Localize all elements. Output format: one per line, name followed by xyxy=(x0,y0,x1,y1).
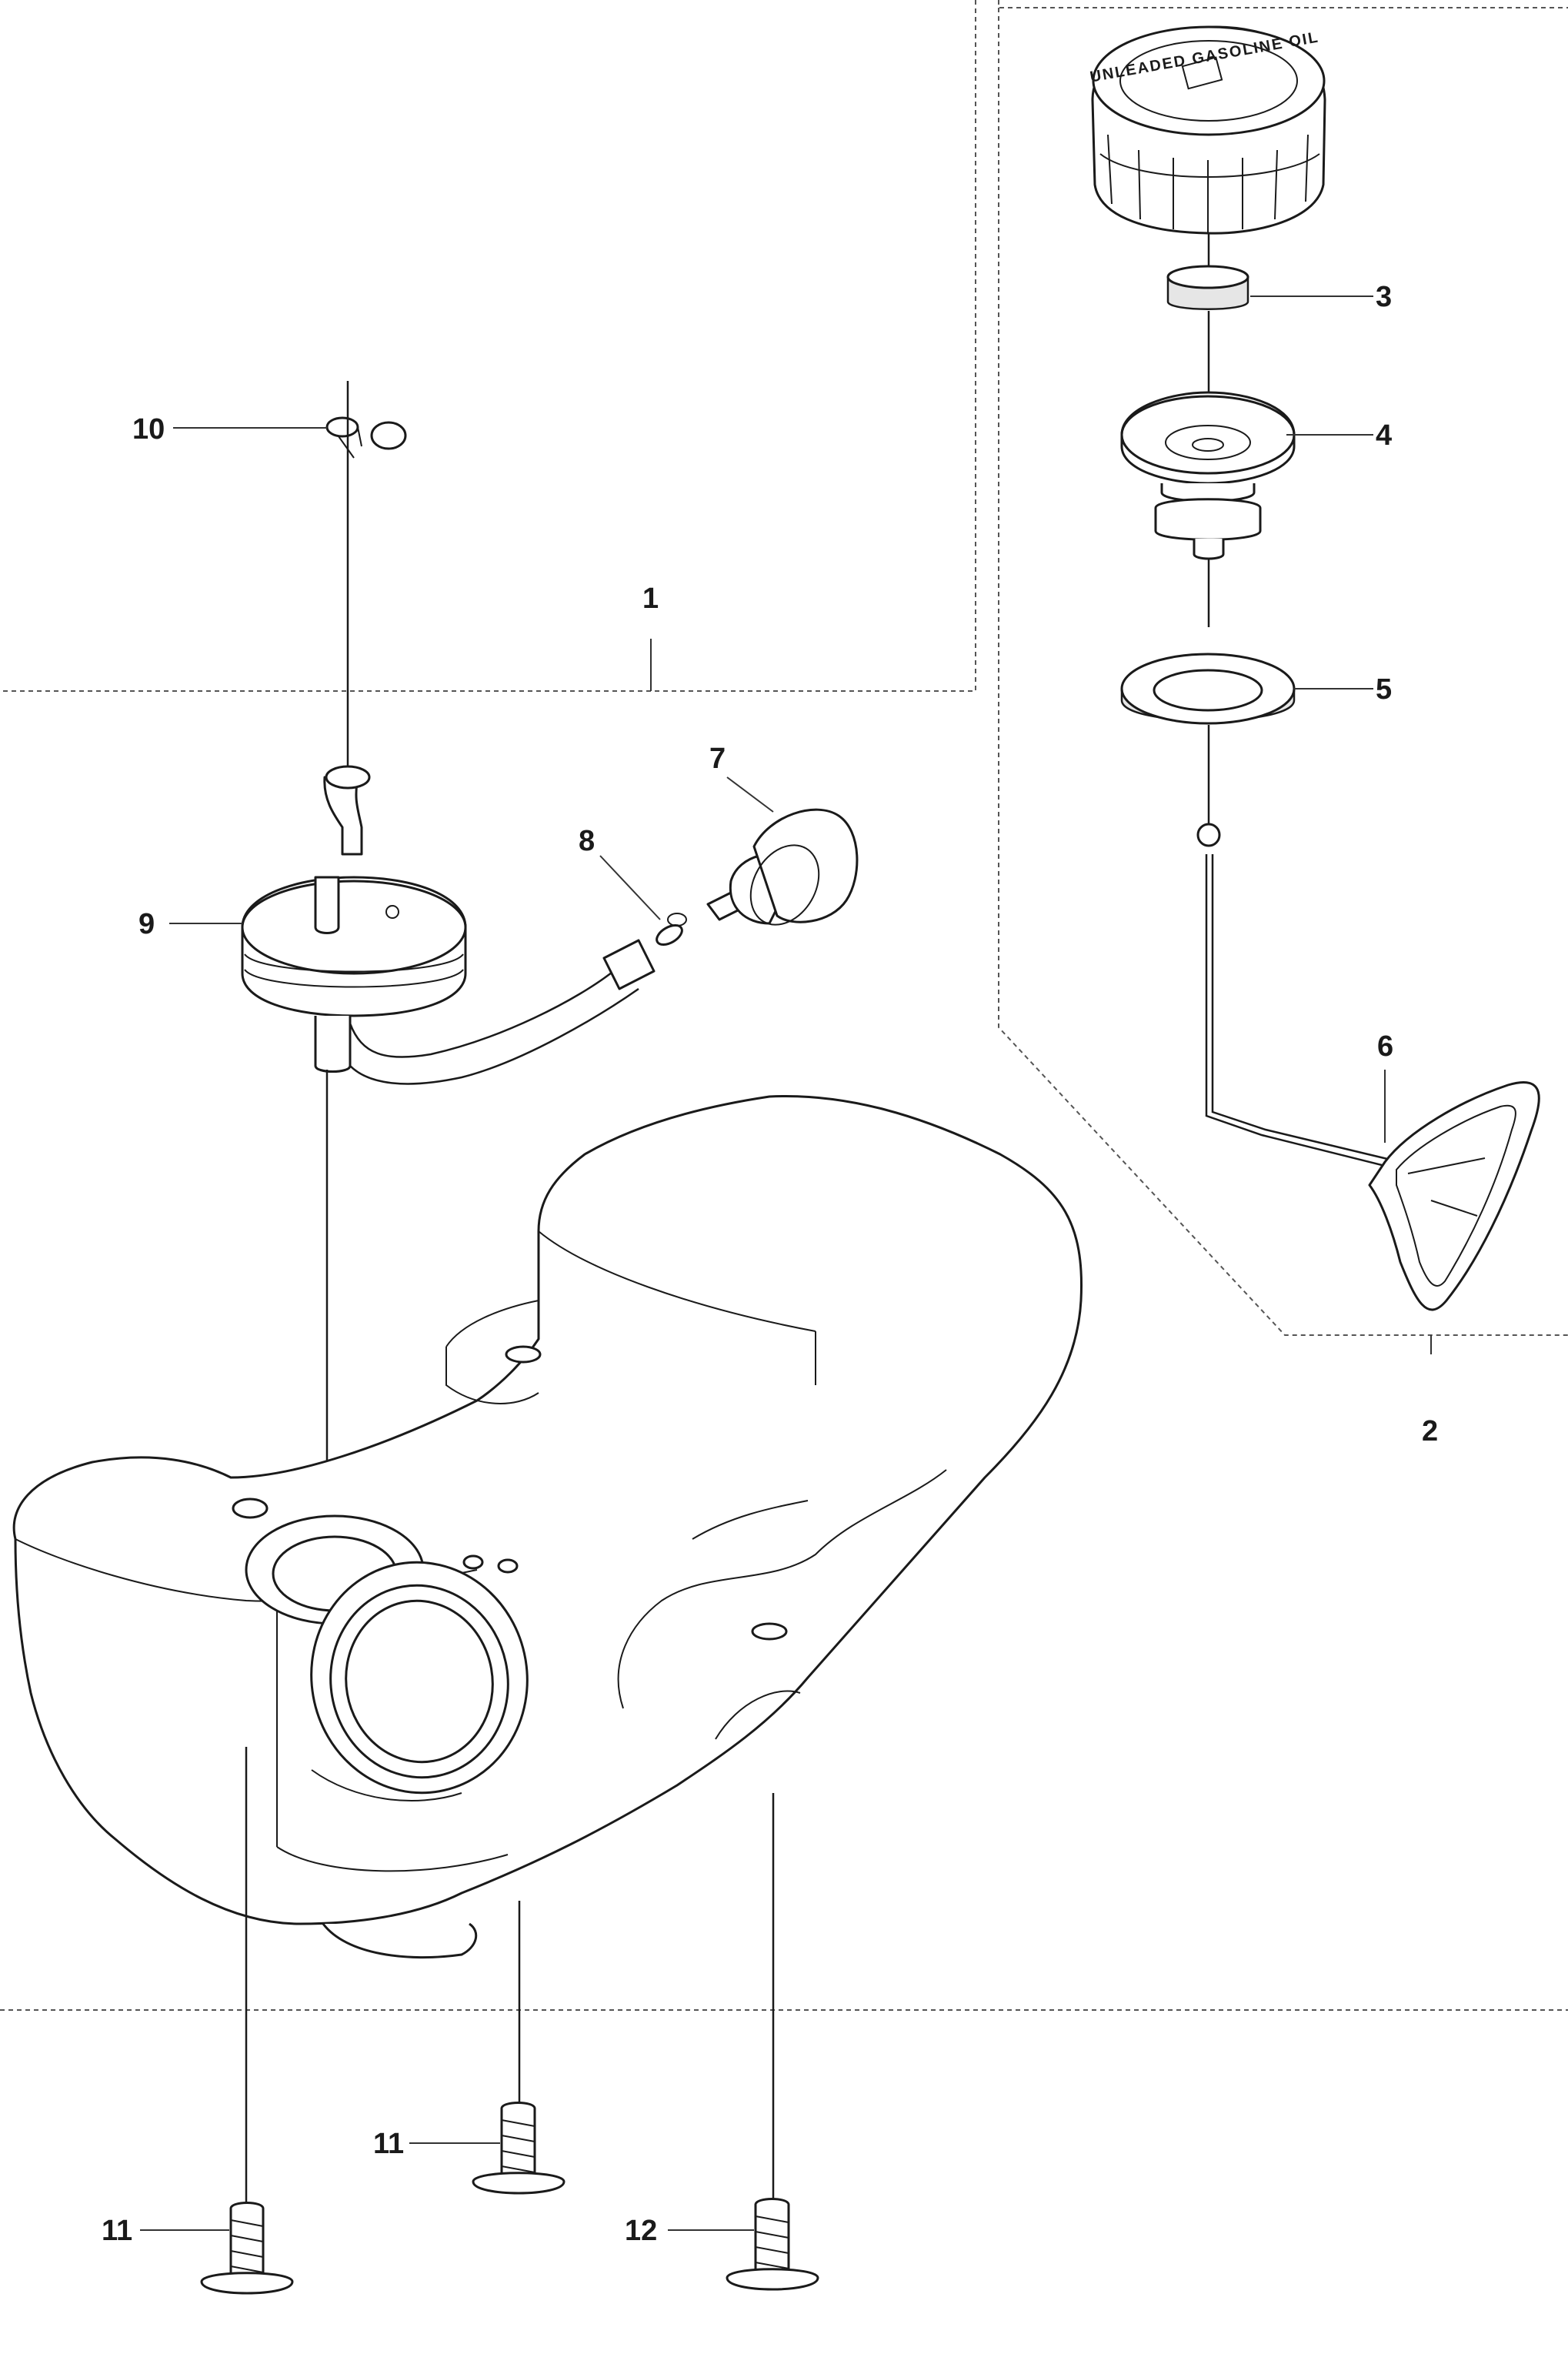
callout-11-a: 11 xyxy=(102,2215,132,2247)
callout-8: 8 xyxy=(579,825,595,857)
callout-2: 2 xyxy=(1422,1415,1438,1447)
callout-3: 3 xyxy=(1376,281,1392,313)
callout-5: 5 xyxy=(1376,673,1392,706)
assembly-2-boundary xyxy=(998,0,1568,1336)
callout-10: 10 xyxy=(132,413,165,446)
callout-4: 4 xyxy=(1376,419,1392,452)
fuel-hose xyxy=(349,939,656,1085)
fuel-cap: UNLEADED GASOLINE OIL xyxy=(1089,25,1326,235)
screw-part-11-b xyxy=(472,2102,565,2195)
callout-9: 9 xyxy=(138,908,155,940)
pickup-line-part-6 xyxy=(1196,823,1540,1311)
assembly-1-boundary xyxy=(0,0,976,692)
fuel-tank-body xyxy=(12,1094,1083,1959)
clip-part-10 xyxy=(325,416,407,459)
seal-part-3 xyxy=(1166,265,1249,310)
grommet-part-9 xyxy=(241,765,467,1073)
hose-clip-part-8 xyxy=(656,913,687,946)
vent-valve-part-4 xyxy=(1120,391,1296,560)
screw-part-12 xyxy=(726,2198,819,2291)
leader-lines xyxy=(140,295,1432,2231)
fuel-filter-part-7 xyxy=(706,808,859,926)
callout-6: 6 xyxy=(1377,1030,1393,1063)
callout-7: 7 xyxy=(709,743,726,775)
callout-12: 12 xyxy=(625,2215,657,2247)
gasket-part-5 xyxy=(1120,653,1296,725)
callout-1: 1 xyxy=(642,583,659,615)
screw-part-11-a xyxy=(200,2202,294,2295)
callout-11-b: 11 xyxy=(373,2128,404,2160)
